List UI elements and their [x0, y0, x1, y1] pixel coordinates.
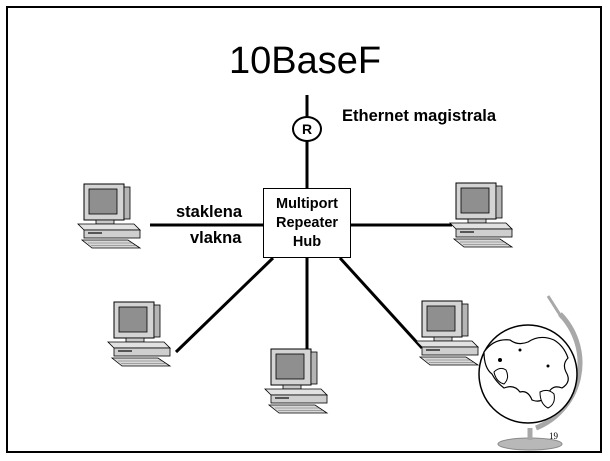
computer-icon [264, 348, 328, 414]
hub-label-line2: Repeater [275, 214, 339, 231]
globe-icon [478, 295, 583, 451]
fiber-label-line1: staklena [176, 203, 243, 221]
fiber-label-line2: vlakna [190, 229, 242, 247]
link-lower-left-pc [174, 256, 275, 354]
hub-box: Multiport Repeater Hub [263, 188, 351, 258]
link-lower-right-pc [338, 256, 424, 350]
backbone-label: Ethernet magistrala [342, 107, 497, 125]
hub-label-line3: Hub [292, 233, 322, 250]
computer-icon [77, 183, 141, 249]
slide-title: 10BaseF [228, 40, 382, 82]
hub-label-line1: Multiport [275, 195, 338, 212]
computer-icon [449, 182, 513, 248]
computer-icon [415, 300, 479, 366]
computer-icon [107, 301, 171, 367]
repeater-node: R [292, 116, 322, 142]
page-number: 19 [549, 431, 558, 441]
